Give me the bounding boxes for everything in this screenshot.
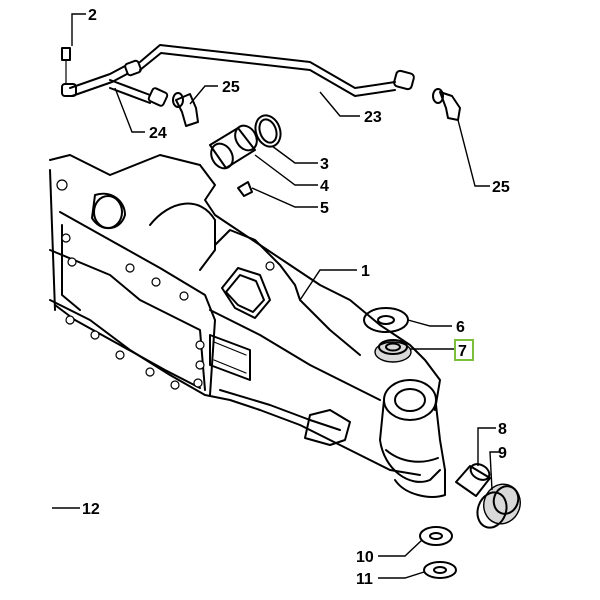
callout-2: 2	[88, 7, 97, 24]
grease-nipple-5	[237, 181, 253, 197]
seal-ring-3	[254, 114, 282, 148]
callout-8: 8	[498, 421, 507, 438]
bushing-8	[455, 463, 491, 497]
callout-4: 4	[320, 178, 329, 195]
callout-9: 9	[498, 445, 507, 462]
callout-7: 7	[458, 343, 467, 360]
callout-23: 23	[364, 109, 382, 126]
callout-24: 24	[149, 125, 167, 142]
bushing-9	[476, 483, 521, 529]
washer-11	[423, 561, 457, 579]
callout-3: 3	[320, 156, 329, 173]
callout-25-right: 25	[492, 179, 510, 196]
washer-10	[419, 526, 453, 546]
callout-7-highlight	[454, 339, 474, 361]
elbow-fitting-right	[432, 88, 461, 121]
elbow-fitting-left	[172, 92, 199, 127]
callout-25-top: 25	[222, 79, 240, 96]
callout-6: 6	[456, 319, 465, 336]
brake-pipe-23	[139, 44, 415, 97]
bushing-4	[209, 124, 258, 170]
bearing-7	[374, 339, 412, 363]
callout-5: 5	[320, 200, 329, 217]
leader-lines	[52, 13, 500, 579]
callout-1: 1	[361, 263, 370, 280]
callout-10: 10	[356, 549, 374, 566]
callout-12: 12	[82, 501, 100, 518]
callout-11: 11	[356, 571, 373, 588]
axle-housing-1	[49, 154, 446, 498]
brake-pipe-24	[61, 47, 169, 107]
